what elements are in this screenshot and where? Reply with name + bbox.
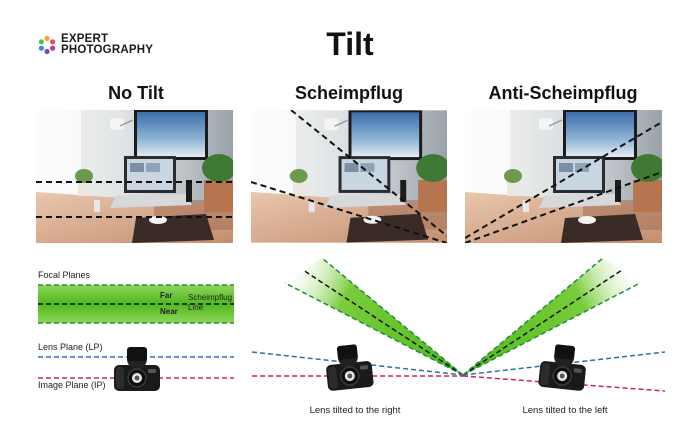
- heading-anti-scheimpflug: Anti-Scheimpflug: [488, 83, 638, 103]
- near-plane-line: [321, 257, 464, 376]
- tilt-diagram: Focal Planes Far Near Scheimpflug Line L…: [38, 257, 666, 393]
- label-lens-plane: Lens Plane (LP): [38, 342, 103, 352]
- label-image-plane: Image Plane (IP): [38, 380, 106, 390]
- camera-icon: [323, 342, 375, 393]
- label-scheimpflug-2: Line: [188, 303, 204, 312]
- heading-no-tilt: No Tilt: [108, 83, 164, 103]
- focus-line-near: [465, 171, 662, 243]
- label-far: Far: [160, 291, 172, 300]
- logo-aperture-icon: [38, 35, 56, 55]
- caption-anti-scheimpflug: Lens tilted to the left: [522, 405, 608, 416]
- label-scheimpflug-1: Scheimpflug: [188, 293, 232, 302]
- camera-icon: [114, 347, 160, 392]
- far-plane-line: [284, 282, 464, 376]
- near-plane-line: [462, 257, 604, 376]
- image-plane-line: [462, 375, 666, 392]
- far-plane-line: [462, 282, 641, 376]
- lens-plane-line: [462, 351, 666, 376]
- heading-scheimpflug: Scheimpflug: [294, 83, 403, 103]
- brand-logo[interactable]: EXPERT PHOTOGRAPHY: [37, 33, 154, 56]
- focus-line-near: [251, 181, 447, 243]
- photo-anti-scheimpflug: [465, 110, 662, 243]
- focus-line-far: [465, 121, 662, 239]
- camera-icon: [537, 342, 589, 393]
- label-near: Near: [160, 307, 178, 316]
- caption-scheimpflug: Lens tilted to the right: [309, 405, 401, 416]
- brand-name: EXPERT PHOTOGRAPHY: [61, 33, 154, 56]
- label-focal-planes: Focal Planes: [38, 270, 91, 280]
- photo-scheimpflug: [251, 110, 447, 243]
- page-title: Tilt: [326, 26, 374, 62]
- photo-no-tilt: [36, 110, 233, 243]
- focus-line-far: [290, 110, 447, 237]
